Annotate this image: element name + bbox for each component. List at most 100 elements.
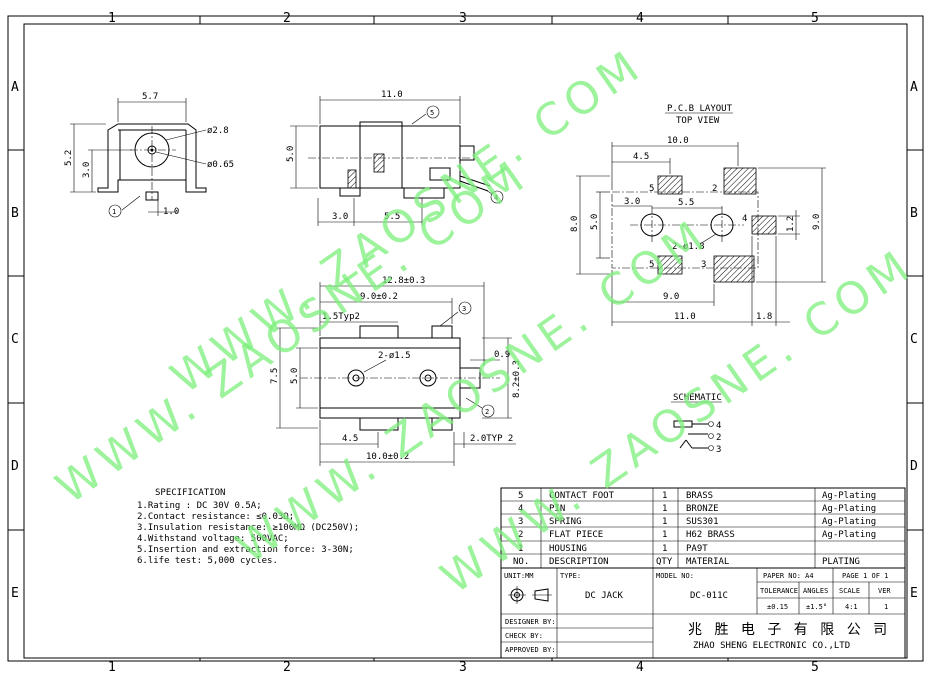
bom-row-1-plating: Ag-Plating [822,491,876,501]
callout-2: 2 [485,408,489,416]
bom-row-4-material: H62 BRASS [686,530,735,540]
top-view: 12.8±0.3 9.0±0.2 1.5Typ2 2-ø1.5 0.9 7.5 … [270,276,522,466]
pcb-subtitle: TOP VIEW [676,116,720,126]
schematic-title: SCHEMATIC [673,393,722,403]
watermark-3: WWW. ZAOSNE. COM [227,209,718,574]
bom-row-2-desc: PIN [549,504,565,514]
col-label-5: 5 [811,11,819,26]
dim-side-length: 11.0 [381,90,403,100]
title-scale-label: SCALE [839,587,860,595]
dim-top-offset: 4.5 [342,434,358,444]
bom-row-1-no: 5 [518,491,523,501]
bom-row-2-no: 4 [518,504,523,514]
row-label-e: E [11,586,19,601]
projection-symbol-icon [508,586,552,604]
spec-line-4: 4.Withstand voltage: 500VAC; [137,534,289,544]
col-label-2: 2 [283,11,291,26]
pcb-pad-4: 4 [742,214,747,224]
bom-table: 5 CONTACT FOOT 1 BRASS Ag-Plating 4 PIN … [500,487,906,569]
pcb-dim-top: 10.0 [667,136,689,146]
company-name-en: ZHAO SHENG ELECTRONIC CO.,LTD [693,641,850,651]
col-label-4: 4 [636,11,644,26]
bom-row-5-material: PA9T [686,544,708,554]
pcb-dim-small: 1.2 [786,216,796,232]
title-model-label: MODEL NO: [656,572,694,580]
dim-top-tab: 0.9 [494,350,510,360]
row-label-b: B [11,206,19,221]
schematic-pin-4: 4 [716,421,721,431]
spec-line-6: 6.life test: 5,000 cycles. [137,556,278,566]
pcb-dim-c: 5.5 [678,198,694,208]
pcb-dim-h2: 5.0 [590,214,600,230]
pcb-pad-2: 2 [712,184,717,194]
bom-row-2-plating: Ag-Plating [822,504,876,514]
pcb-dim-bottom2: 11.0 [674,312,696,322]
spec-title: SPECIFICATION [155,488,225,498]
col-label-3: 3 [459,11,467,26]
title-angles-value: ±1.5° [806,603,827,611]
bom-row-4-plating: Ag-Plating [822,530,876,540]
callout-1: 1 [112,208,116,216]
bom-row-2-qty: 1 [662,504,667,514]
pcb-pad-5-top: 5 [649,184,654,194]
col-label-5-bottom: 5 [811,660,819,675]
bom-row-1-material: BRASS [686,491,713,501]
col-label-4-bottom: 4 [636,660,644,675]
bom-row-5-qty: 1 [662,544,667,554]
title-type-label: TYPE: [560,572,581,580]
callout-5: 5 [430,109,434,117]
dim-top-inner: 5.0 [290,368,300,384]
title-designer: DESIGNER BY: [505,618,556,626]
bom-row-3-plating: Ag-Plating [822,517,876,527]
specification: SPECIFICATION 1.Rating : DC 30V 0.5A; 2.… [137,488,359,566]
dim-top-base: 10.0±0.2 [366,452,409,462]
row-label-e-right: E [910,586,918,601]
title-angles-label: ANGLES [803,587,828,595]
title-page: PAGE 1 OF 1 [842,572,888,580]
side-view: 11.0 5.0 3.0 5.5 5 4 [286,90,504,226]
pcb-pad-5-bottom: 5 [649,260,654,270]
pcb-dim-a: 4.5 [633,152,649,162]
dim-top-height: 7.5 [270,368,280,384]
dim-front-foot: 1.0 [163,207,179,217]
title-approved: APPROVED BY: [505,646,556,654]
dim-side-b: 5.5 [384,212,400,222]
bom-header-material: MATERIAL [686,557,729,567]
schematic-pin-2: 2 [716,433,721,443]
title-paper: PAPER NO: A4 [763,572,814,580]
bom-header-desc: DESCRIPTION [549,557,609,567]
title-block: UNIT:MM TYPE: DC JACK MODEL NO: DC-011C … [500,567,906,659]
row-label-d: D [11,459,19,474]
title-unit: UNIT:MM [504,572,534,580]
col-label-2-bottom: 2 [283,660,291,675]
col-label-1-bottom: 1 [108,660,116,675]
pcb-dim-h1: 8.0 [570,216,580,232]
pcb-dim-h3: 9.0 [812,214,822,230]
pcb-pad-3: 3 [701,260,706,270]
pcb-dim-b: 3.0 [624,197,640,207]
title-check: CHECK BY: [505,632,543,640]
pcb-layout: P.C.B LAYOUT TOP VIEW 5 2 4 5 3 10.0 4.5… [570,104,826,326]
dim-front-width: 5.7 [142,92,158,102]
row-label-c-right: C [910,332,918,347]
bom-header-no: NO. [513,557,529,567]
row-label-d-right: D [910,459,918,474]
row-label-a: A [11,80,19,95]
spec-line-2: 2.Contact resistance: ≤0.03Ω; [137,512,294,522]
pcb-title: P.C.B LAYOUT [667,104,733,114]
dim-front-height: 5.2 [64,150,74,166]
dim-side-a: 3.0 [332,212,348,222]
bom-row-3-desc: SPRING [549,517,582,527]
dim-top-typ2: 2.0TYP 2 [470,434,513,444]
spec-line-1: 1.Rating : DC 30V 0.5A; [137,501,262,511]
bom-row-3-material: SUS301 [686,517,719,527]
bom-header-qty: QTY [656,557,673,567]
bom-row-2-material: BRONZE [686,504,719,514]
bom-row-4-no: 2 [518,530,523,540]
bom-row-1-desc: CONTACT FOOT [549,491,615,501]
row-label-a-right: A [910,80,918,95]
title-type-value: DC JACK [585,591,624,601]
spec-line-3: 3.Insulation resistance: ≥100MΩ (DC250V)… [137,523,359,533]
dim-top-holes: 2-ø1.5 [378,351,411,361]
callout-3: 3 [462,305,466,313]
